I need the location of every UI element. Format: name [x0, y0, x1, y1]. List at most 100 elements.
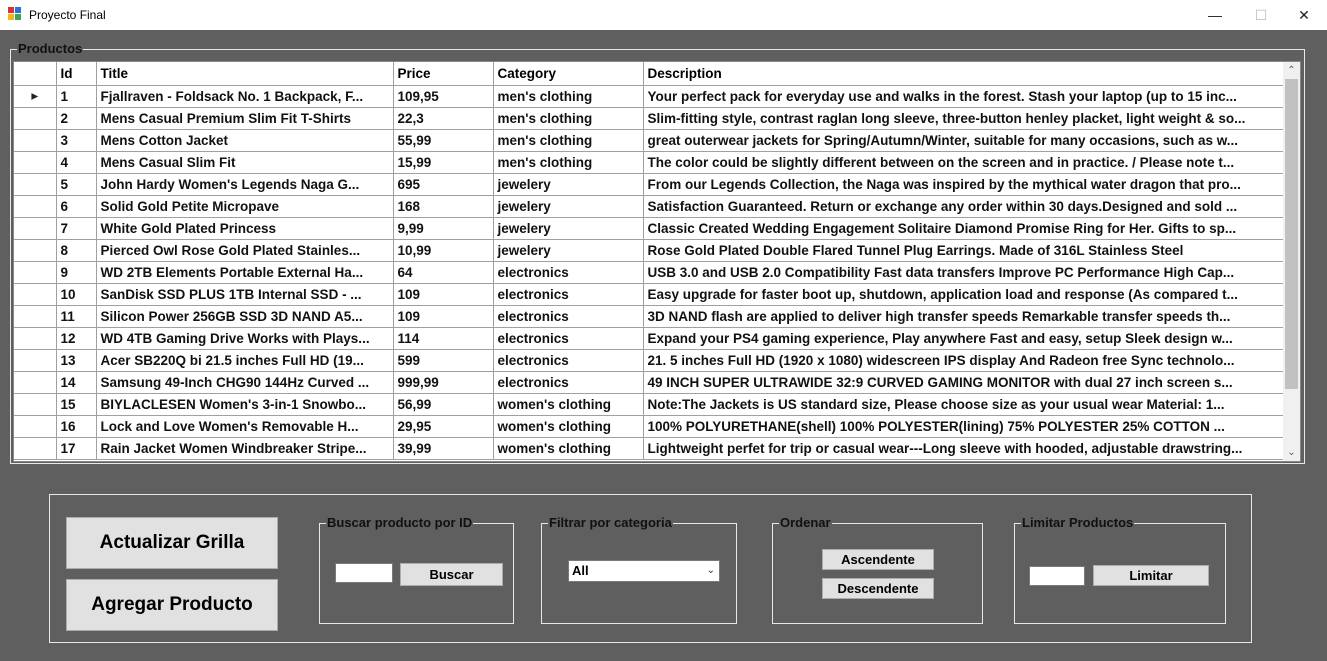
cell-id[interactable]: 17: [56, 437, 97, 460]
cell-category[interactable]: men's clothing: [493, 107, 644, 130]
scroll-up-icon[interactable]: ⌃: [1287, 65, 1296, 76]
row-header[interactable]: [14, 217, 57, 240]
cell-category[interactable]: women's clothing: [493, 415, 644, 438]
row-header[interactable]: [14, 195, 57, 218]
close-button[interactable]: ✕: [1298, 7, 1310, 23]
cell-title[interactable]: SanDisk SSD PLUS 1TB Internal SSD - ...: [96, 283, 394, 306]
cell-price[interactable]: 9,99: [393, 217, 494, 240]
cell-description[interactable]: 100% POLYURETHANE(shell) 100% POLYESTER(…: [643, 415, 1286, 438]
cell-title[interactable]: Mens Cotton Jacket: [96, 129, 394, 152]
cell-title[interactable]: Silicon Power 256GB SSD 3D NAND A5...: [96, 305, 394, 328]
row-header[interactable]: [14, 107, 57, 130]
cell-description[interactable]: 3D NAND flash are applied to deliver hig…: [643, 305, 1286, 328]
cell-price[interactable]: 999,99: [393, 371, 494, 394]
column-header-description[interactable]: Description: [643, 62, 1286, 86]
cell-price[interactable]: 168: [393, 195, 494, 218]
row-header[interactable]: [14, 349, 57, 372]
cell-id[interactable]: 4: [56, 151, 97, 174]
cell-description[interactable]: Easy upgrade for faster boot up, shutdow…: [643, 283, 1286, 306]
cell-title[interactable]: White Gold Plated Princess: [96, 217, 394, 240]
row-header[interactable]: [14, 393, 57, 416]
cell-category[interactable]: jewelery: [493, 195, 644, 218]
row-header[interactable]: [14, 151, 57, 174]
cell-description[interactable]: 49 INCH SUPER ULTRAWIDE 32:9 CURVED GAMI…: [643, 371, 1286, 394]
scroll-down-icon[interactable]: ⌄: [1287, 447, 1296, 458]
column-header-category[interactable]: Category: [493, 62, 644, 86]
cell-description[interactable]: great outerwear jackets for Spring/Autum…: [643, 129, 1286, 152]
add-product-button[interactable]: Agregar Producto: [66, 579, 278, 631]
row-header[interactable]: [14, 129, 57, 152]
cell-category[interactable]: men's clothing: [493, 129, 644, 152]
refresh-grid-button[interactable]: Actualizar Grilla: [66, 517, 278, 569]
row-header[interactable]: [14, 437, 57, 460]
cell-category[interactable]: jewelery: [493, 239, 644, 262]
cell-title[interactable]: WD 4TB Gaming Drive Works with Plays...: [96, 327, 394, 350]
row-header[interactable]: [14, 173, 57, 196]
cell-title[interactable]: Pierced Owl Rose Gold Plated Stainles...: [96, 239, 394, 262]
limit-input[interactable]: [1029, 566, 1085, 586]
cell-price[interactable]: 29,95: [393, 415, 494, 438]
cell-id[interactable]: 16: [56, 415, 97, 438]
row-header[interactable]: [14, 305, 57, 328]
grid-vertical-scrollbar[interactable]: ⌃ ⌄: [1283, 62, 1300, 461]
cell-id[interactable]: 10: [56, 283, 97, 306]
cell-description[interactable]: Satisfaction Guaranteed. Return or excha…: [643, 195, 1286, 218]
cell-id[interactable]: 2: [56, 107, 97, 130]
cell-price[interactable]: 22,3: [393, 107, 494, 130]
cell-price[interactable]: 109: [393, 305, 494, 328]
cell-price[interactable]: 56,99: [393, 393, 494, 416]
cell-title[interactable]: WD 2TB Elements Portable External Ha...: [96, 261, 394, 284]
cell-id[interactable]: 11: [56, 305, 97, 328]
current-row-indicator[interactable]: ▸: [14, 85, 57, 108]
cell-title[interactable]: Solid Gold Petite Micropave: [96, 195, 394, 218]
cell-category[interactable]: electronics: [493, 371, 644, 394]
column-header-id[interactable]: Id: [56, 62, 97, 86]
sort-descending-button[interactable]: Descendente: [822, 578, 934, 599]
cell-category[interactable]: women's clothing: [493, 393, 644, 416]
cell-price[interactable]: 39,99: [393, 437, 494, 460]
cell-price[interactable]: 10,99: [393, 239, 494, 262]
minimize-button[interactable]: —: [1208, 7, 1222, 23]
cell-description[interactable]: Rose Gold Plated Double Flared Tunnel Pl…: [643, 239, 1286, 262]
cell-category[interactable]: electronics: [493, 261, 644, 284]
cell-id[interactable]: 6: [56, 195, 97, 218]
cell-id[interactable]: 8: [56, 239, 97, 262]
cell-price[interactable]: 15,99: [393, 151, 494, 174]
search-button[interactable]: Buscar: [400, 563, 503, 586]
row-header[interactable]: [14, 327, 57, 350]
cell-description[interactable]: Your perfect pack for everyday use and w…: [643, 85, 1286, 108]
cell-category[interactable]: jewelery: [493, 173, 644, 196]
cell-category[interactable]: electronics: [493, 349, 644, 372]
row-header[interactable]: [14, 371, 57, 394]
cell-category[interactable]: electronics: [493, 327, 644, 350]
cell-id[interactable]: 3: [56, 129, 97, 152]
cell-id[interactable]: 14: [56, 371, 97, 394]
cell-category[interactable]: men's clothing: [493, 85, 644, 108]
cell-price[interactable]: 64: [393, 261, 494, 284]
cell-title[interactable]: Fjallraven - Foldsack No. 1 Backpack, F.…: [96, 85, 394, 108]
cell-price[interactable]: 109: [393, 283, 494, 306]
cell-price[interactable]: 109,95: [393, 85, 494, 108]
row-header[interactable]: [14, 415, 57, 438]
cell-category[interactable]: jewelery: [493, 217, 644, 240]
column-header-price[interactable]: Price: [393, 62, 494, 86]
cell-id[interactable]: 5: [56, 173, 97, 196]
cell-description[interactable]: Slim-fitting style, contrast raglan long…: [643, 107, 1286, 130]
cell-price[interactable]: 55,99: [393, 129, 494, 152]
cell-description[interactable]: 21. 5 inches Full HD (1920 x 1080) wides…: [643, 349, 1286, 372]
cell-price[interactable]: 114: [393, 327, 494, 350]
cell-id[interactable]: 7: [56, 217, 97, 240]
cell-category[interactable]: electronics: [493, 305, 644, 328]
cell-description[interactable]: Note:The Jackets is US standard size, Pl…: [643, 393, 1286, 416]
